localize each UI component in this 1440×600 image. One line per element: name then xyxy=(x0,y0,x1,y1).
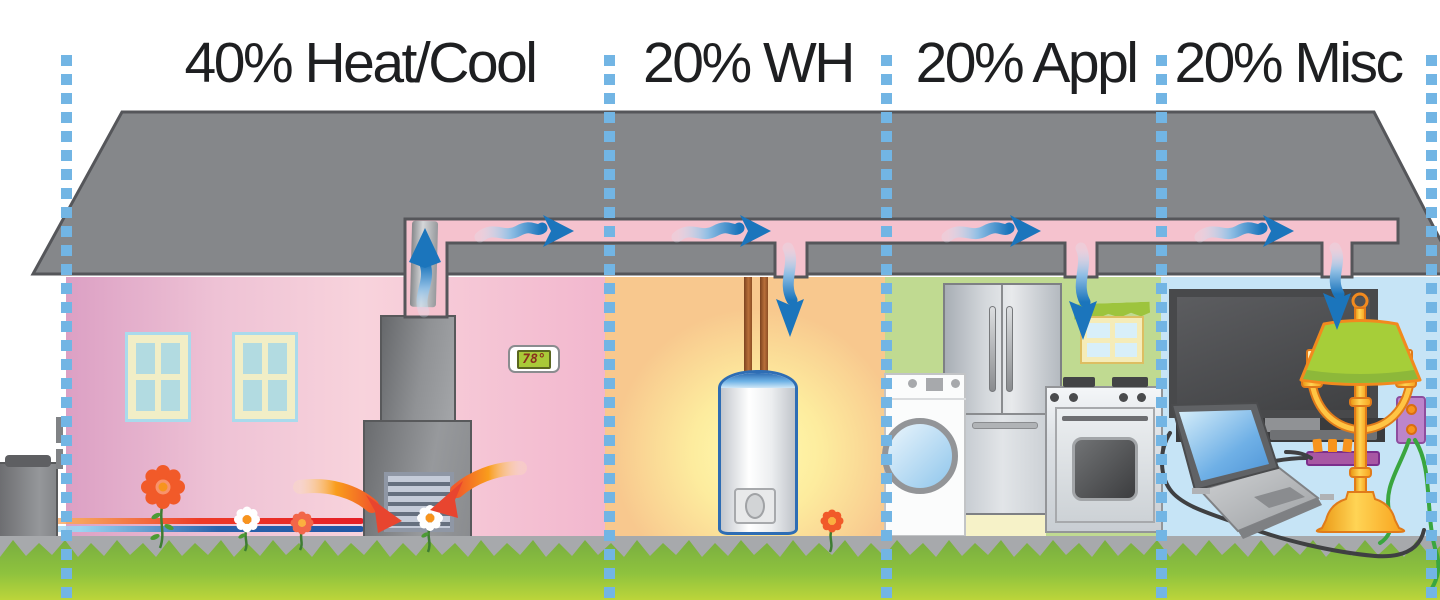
window-pane xyxy=(136,343,155,374)
refrigerator-drawer-handle xyxy=(972,422,1038,429)
section-divider xyxy=(1426,55,1437,600)
stove-burner xyxy=(1063,377,1095,387)
refrigerator-door-split xyxy=(1001,285,1003,413)
window-pane xyxy=(1087,342,1110,357)
window-pane xyxy=(1114,323,1137,338)
window-pane xyxy=(1087,323,1110,338)
stove-knob xyxy=(1069,393,1078,402)
furnace-flue-pipe xyxy=(409,220,439,308)
plug xyxy=(1312,438,1323,453)
window-pane xyxy=(161,380,180,411)
window-pane xyxy=(136,380,155,411)
section-label-appliances: 20% Appl xyxy=(915,31,1139,95)
section-divider xyxy=(881,55,892,600)
section-divider xyxy=(1156,55,1167,600)
refrigerator-handle xyxy=(989,306,996,392)
stove-knob xyxy=(1137,393,1146,402)
oven-handle xyxy=(1062,416,1148,421)
house-window xyxy=(125,332,191,422)
window-pane xyxy=(243,380,262,411)
wall-pipe-fitting xyxy=(56,449,63,469)
plug xyxy=(1342,438,1353,453)
plug xyxy=(1328,439,1337,452)
power-strip xyxy=(1306,451,1380,466)
airflow-arrow-right-icon xyxy=(474,215,574,247)
thermostat: 78° xyxy=(508,345,560,373)
outdoor-ac-unit-top xyxy=(5,455,51,467)
window-pane xyxy=(1114,342,1137,357)
airflow-arrow-right-icon xyxy=(941,215,1041,247)
outlet-plug xyxy=(1406,424,1417,435)
tv-stand-base xyxy=(1270,430,1377,440)
kitchen-baseboard xyxy=(946,515,1046,537)
washer-panel-line xyxy=(884,398,966,400)
furnace-upper-cabinet xyxy=(380,315,456,422)
washer-door xyxy=(882,418,958,494)
window-pane xyxy=(268,343,287,374)
water-heater-access-panel xyxy=(734,488,776,524)
kitchen-window xyxy=(1080,316,1144,364)
thermostat-display: 78° xyxy=(517,349,551,369)
oven-window xyxy=(1072,437,1138,501)
outlet-plug xyxy=(1406,404,1417,415)
television-screen xyxy=(1177,297,1370,410)
section-label-misc: 20% Misc xyxy=(1174,31,1404,95)
section-divider xyxy=(61,55,72,600)
ground-strip xyxy=(0,536,1440,562)
wall-outlet xyxy=(1396,396,1426,444)
television xyxy=(1169,289,1378,418)
furnace-return-grille xyxy=(384,472,454,532)
window-pane xyxy=(243,343,262,374)
section-divider xyxy=(604,55,615,600)
washer-display xyxy=(926,378,943,391)
cold-refrigerant-pipe xyxy=(0,526,364,532)
window-pane xyxy=(268,380,287,411)
stove-burner xyxy=(1112,377,1148,387)
roof xyxy=(30,110,1440,276)
house-window xyxy=(232,332,298,422)
hot-refrigerant-pipe xyxy=(0,518,364,524)
water-heater-pipe xyxy=(744,277,752,373)
stove-knob xyxy=(1119,393,1128,402)
wall-pipe-fitting xyxy=(56,417,63,443)
stove-knob xyxy=(1050,393,1059,402)
section-label-water-heating: 20% WH xyxy=(643,31,855,95)
refrigerator-drawer-line xyxy=(945,413,1060,415)
refrigerator-handle xyxy=(1006,306,1013,392)
window-pane xyxy=(161,343,180,374)
water-heater-tank-top xyxy=(721,373,795,388)
washer-knob xyxy=(908,379,917,388)
section-label-heat-cool: 40% Heat/Cool xyxy=(184,31,538,95)
airflow-arrow-right-icon xyxy=(671,215,771,247)
water-heater-pipe xyxy=(760,277,768,373)
washer-knob xyxy=(951,379,960,388)
outdoor-ac-unit xyxy=(0,462,58,542)
airflow-arrow-right-icon xyxy=(1194,215,1294,247)
water-heater-panel-oval xyxy=(745,493,765,519)
